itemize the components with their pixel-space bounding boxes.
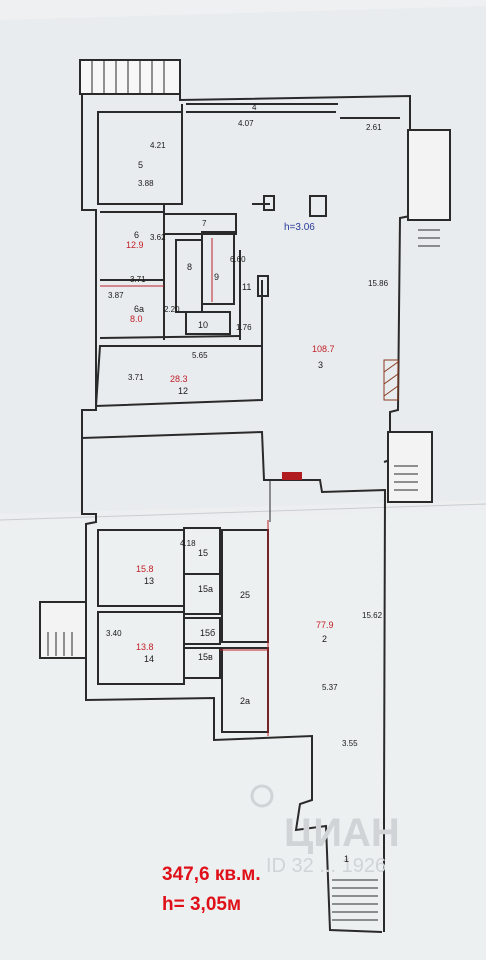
area-label: 13.8 <box>136 642 154 652</box>
dimension-label: 4.18 <box>180 539 196 548</box>
room-label: 2 <box>322 634 327 644</box>
room-label: 11 <box>242 282 251 292</box>
room-label: 15б <box>200 628 215 638</box>
dimension-label: 3.55 <box>342 739 358 748</box>
room-label: 15 <box>198 548 208 558</box>
area-label: 108.7 <box>312 344 335 354</box>
room-label: 1 <box>344 854 349 864</box>
area-label: 15.8 <box>136 564 154 574</box>
room-label: 25 <box>240 590 250 600</box>
ceiling-height-caption: h= 3,05м <box>162 894 242 915</box>
room-label: 8 <box>187 262 192 272</box>
room-label: 5 <box>138 160 143 170</box>
dimension-label: 15.62 <box>362 611 383 620</box>
room-labels: 5 6 6a 8 9 10 11 12 3 13 14 15 15a 15б 1… <box>134 160 349 864</box>
dimension-label: 1.76 <box>236 323 252 332</box>
area-label: 28.3 <box>170 374 188 384</box>
svg-text:ID 32 ... 1926: ID 32 ... 1926 <box>266 855 386 877</box>
dimension-label: 3.71 <box>130 275 146 284</box>
dimension-label: 2.61 <box>366 123 382 132</box>
dimension-label: 3.40 <box>106 629 122 638</box>
room-label: 9 <box>214 272 219 282</box>
area-label: 77.9 <box>316 620 334 630</box>
watermark: ЦИАН ID 32 ... 1926 <box>250 784 400 877</box>
room-label: 15в <box>198 652 213 662</box>
dimension-labels: 4.21 3.88 4 4.07 2.61 7 3.62 3.71 3.87 2… <box>106 103 389 748</box>
dimension-label: 3.71 <box>128 373 144 382</box>
dimension-label: 15.86 <box>368 279 389 288</box>
room-label: 6 <box>134 230 139 240</box>
total-area-caption: 347,6 кв.м. <box>162 864 261 885</box>
dimension-label: 4.07 <box>238 119 254 128</box>
dimension-label: 3.62 <box>150 233 166 242</box>
room-label: 2а <box>240 696 250 706</box>
svg-text:ЦИАН: ЦИАН <box>284 811 400 855</box>
area-label: 12.9 <box>126 240 144 250</box>
area-labels: 12.9 8.0 28.3 108.7 15.8 13.8 77.9 <box>126 240 335 652</box>
dimension-label: 4.21 <box>150 141 166 150</box>
room-label: 14 <box>144 654 154 664</box>
dimension-label: 7 <box>202 219 207 228</box>
room-label: 12 <box>178 386 188 396</box>
room-label: 6a <box>134 304 144 314</box>
area-label: 8.0 <box>130 314 143 324</box>
dimension-label: 6.60 <box>230 255 246 264</box>
dimension-label: 3.87 <box>108 291 124 300</box>
room-label: 10 <box>198 320 208 330</box>
dimension-label: 2.20 <box>164 305 180 314</box>
dimension-label: 4 <box>252 103 257 112</box>
dimension-label: 5.37 <box>322 683 338 692</box>
dimension-label: 5.65 <box>192 351 208 360</box>
plan-height-note: h=3.06 <box>284 222 315 233</box>
room-label: 3 <box>318 360 323 370</box>
room-label: 13 <box>144 576 154 586</box>
room-label: 15a <box>198 584 213 594</box>
dimension-label: 3.88 <box>138 179 154 188</box>
